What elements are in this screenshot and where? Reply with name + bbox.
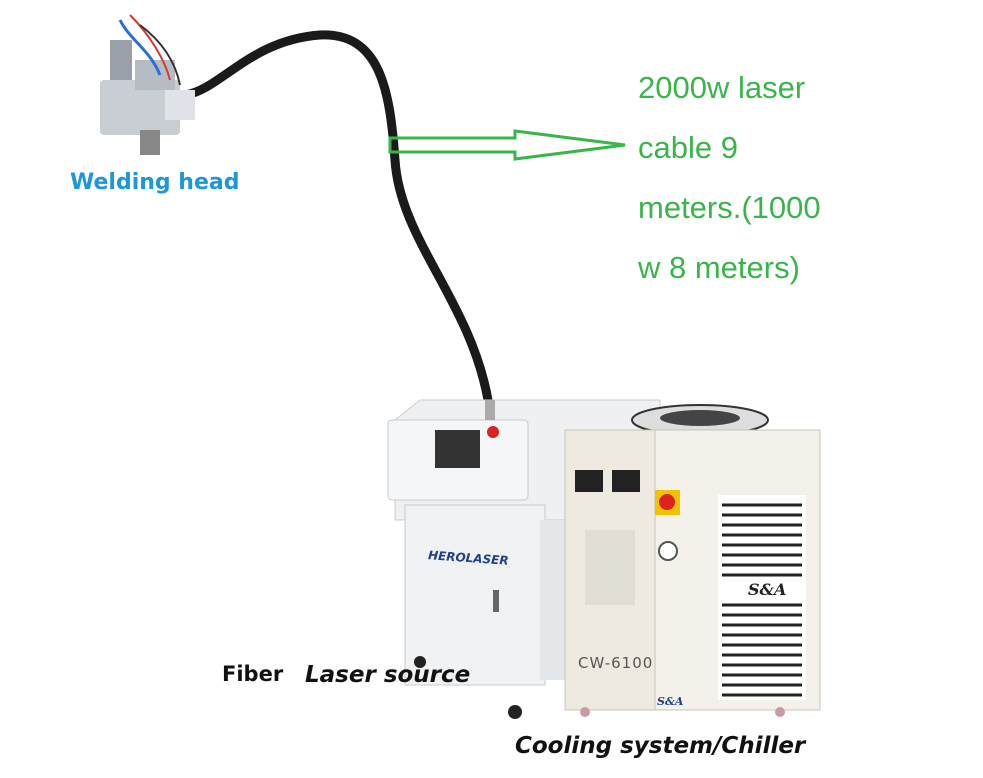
chiller-label: Cooling system/Chiller xyxy=(515,733,806,759)
laser-source-label: Laser source xyxy=(305,662,471,688)
laser-cable xyxy=(180,30,493,405)
cable-length-note: 2000w laser cable 9 meters.(1000 w 8 met… xyxy=(638,58,821,298)
cable-note-line: meters.(1000 xyxy=(638,190,821,225)
cable-note-line: 2000w laser xyxy=(638,70,806,105)
arrow-icon xyxy=(388,129,626,161)
fiber-label: Fiber xyxy=(222,662,284,686)
welding-head-image xyxy=(100,14,195,155)
welding-head-label: Welding head xyxy=(70,170,240,195)
cable-note-line: w 8 meters) xyxy=(638,250,800,285)
laser-source-unit xyxy=(387,399,661,719)
chiller-brand-logo-small: S&A xyxy=(657,695,684,708)
chiller-unit xyxy=(564,404,821,717)
chiller-model-mark: CW-6100 xyxy=(578,654,654,672)
cable-note-line: cable 9 xyxy=(638,130,738,165)
chiller-brand-logo: S&A xyxy=(748,580,787,599)
